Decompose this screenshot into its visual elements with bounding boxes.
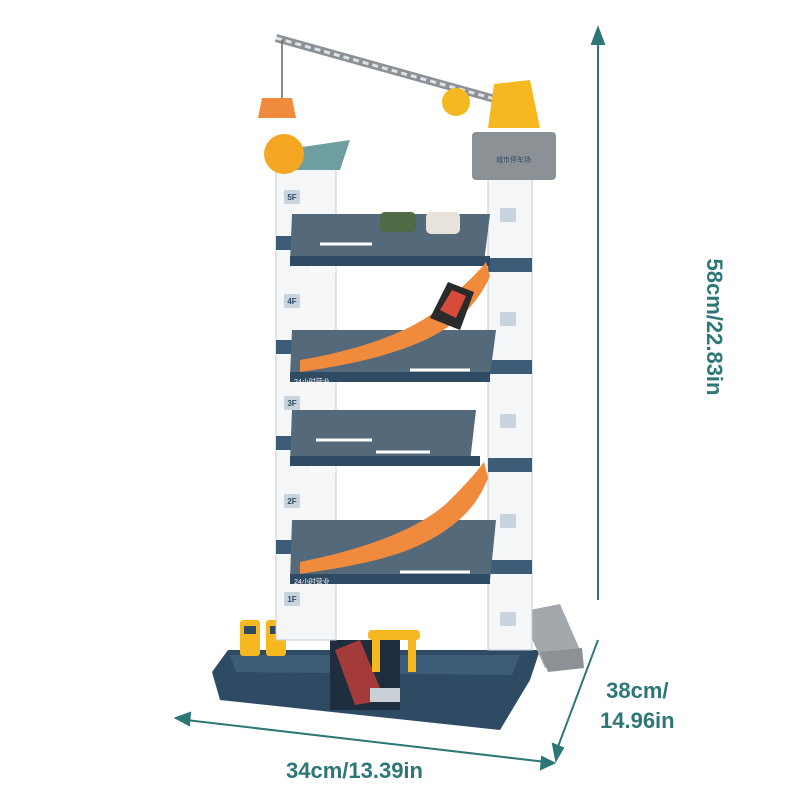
toy-cars [380,212,474,330]
depth-cm: 38cm/ [606,678,669,703]
floor-label-4f: 4F [287,297,296,306]
floor-label-1f: 1F [287,595,296,604]
signage: 城市停车场 24小时营业 城市停车场 24小时营业 城市停车场 [294,155,531,586]
entrance-gate [368,630,420,672]
depth-dimension-label: 38cm/ 14.96in [600,676,675,736]
floor-edges [290,256,490,584]
dimension-lines [173,25,606,771]
side-platform [520,604,584,672]
floor-label-5f: 5F [287,193,296,202]
floor-label-3f: 3F [287,399,296,408]
hours-sign-upper: 24小时营业 [294,377,330,386]
crane [258,34,540,174]
right-tower [472,132,556,651]
floor-label-2f: 2F [287,497,296,506]
parking-sign-mid: 城市停车场 [310,465,345,474]
parking-sign-top: 城市停车场 [310,265,345,274]
crane-tower-sign: 城市停车场 [496,155,531,164]
depth-in: 14.96in [600,708,675,733]
hours-sign-lower: 24小时营业 [294,577,330,586]
floor-badges [284,190,516,626]
floor-labels: 5F 4F 3F 2F 1F [287,193,296,604]
railings [316,194,470,574]
height-dimension-label: 58cm/22.83in [702,258,727,396]
width-dimension-label: 34cm/13.39in [286,758,423,783]
